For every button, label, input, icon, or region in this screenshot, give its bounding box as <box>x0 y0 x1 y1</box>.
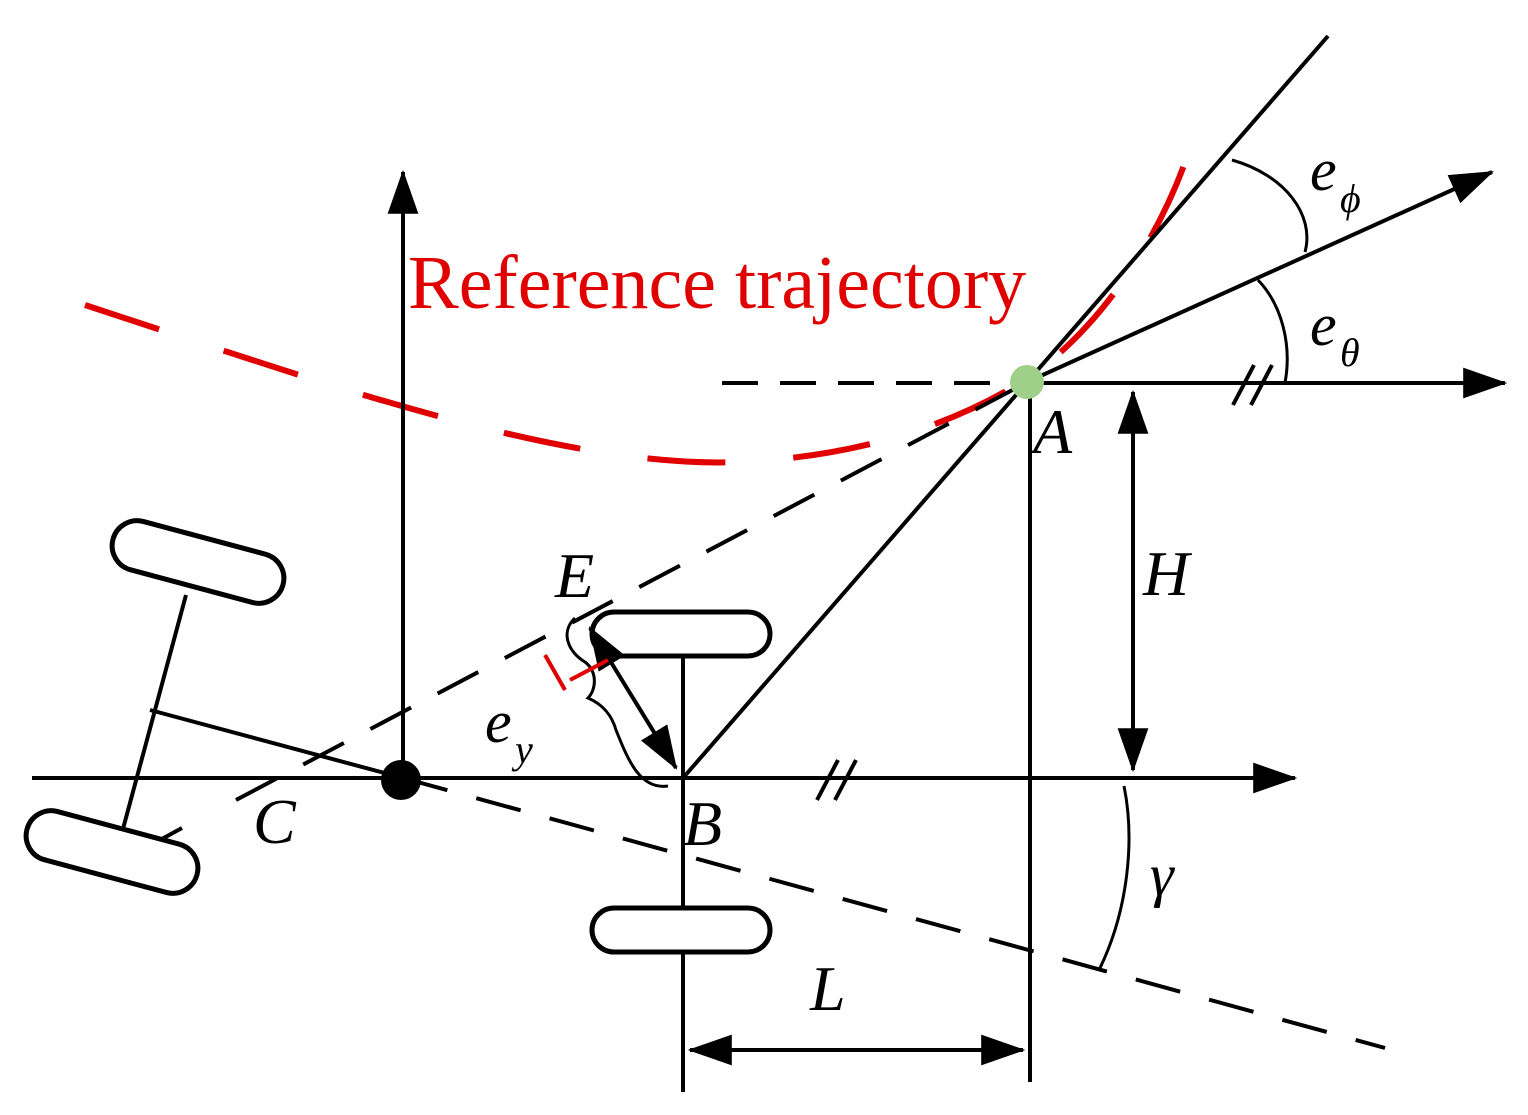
parallel-mark-2a <box>1231 364 1256 406</box>
label-b: B <box>683 788 722 859</box>
label-h: H <box>1142 538 1193 609</box>
label-c: C <box>253 786 297 857</box>
parallel-mark-1a <box>815 759 840 801</box>
lookahead-point-a <box>1010 365 1044 399</box>
heading-arrow <box>1024 170 1495 385</box>
rear-axle-line <box>118 594 188 841</box>
rear-left-wheel <box>109 518 287 606</box>
dashed-line-c-to-a <box>235 384 1021 802</box>
lateral-error-arrow <box>588 626 678 770</box>
label-e-y: e <box>485 689 512 755</box>
label-e-theta: e <box>1310 292 1337 358</box>
label-gamma: γ <box>1150 842 1175 908</box>
lateral-error-brace <box>565 616 669 788</box>
e-theta-angle-arc <box>1256 278 1289 384</box>
vehicle-heading-dashed <box>402 776 1386 1050</box>
perpendicular-marker-1 <box>543 654 567 691</box>
parallel-mark-1b <box>833 759 858 801</box>
label-e: E <box>554 540 594 611</box>
e-phi-angle-arc <box>1231 158 1309 253</box>
label-l: L <box>809 953 846 1024</box>
reference-trajectory-label: Reference trajectory <box>408 241 1026 325</box>
reference-trajectory-curve <box>84 114 1203 466</box>
vehicle-body-line <box>149 708 404 780</box>
label-e-phi-sub: ϕ <box>1340 176 1361 221</box>
label-a: A <box>1029 396 1073 467</box>
gamma-angle-arc <box>1098 785 1131 969</box>
rear-axle-center-point <box>381 760 421 800</box>
label-e-phi: e <box>1310 137 1337 203</box>
label-e-y-sub: y <box>511 727 533 772</box>
perpendicular-marker-2 <box>569 658 609 682</box>
tangent-line <box>681 34 1330 780</box>
rear-right-wheel <box>23 808 201 896</box>
label-e-theta-sub: θ <box>1340 330 1360 375</box>
front-top-wheel <box>589 609 773 659</box>
front-bottom-wheel <box>589 905 773 955</box>
parallel-mark-2b <box>1249 364 1274 406</box>
